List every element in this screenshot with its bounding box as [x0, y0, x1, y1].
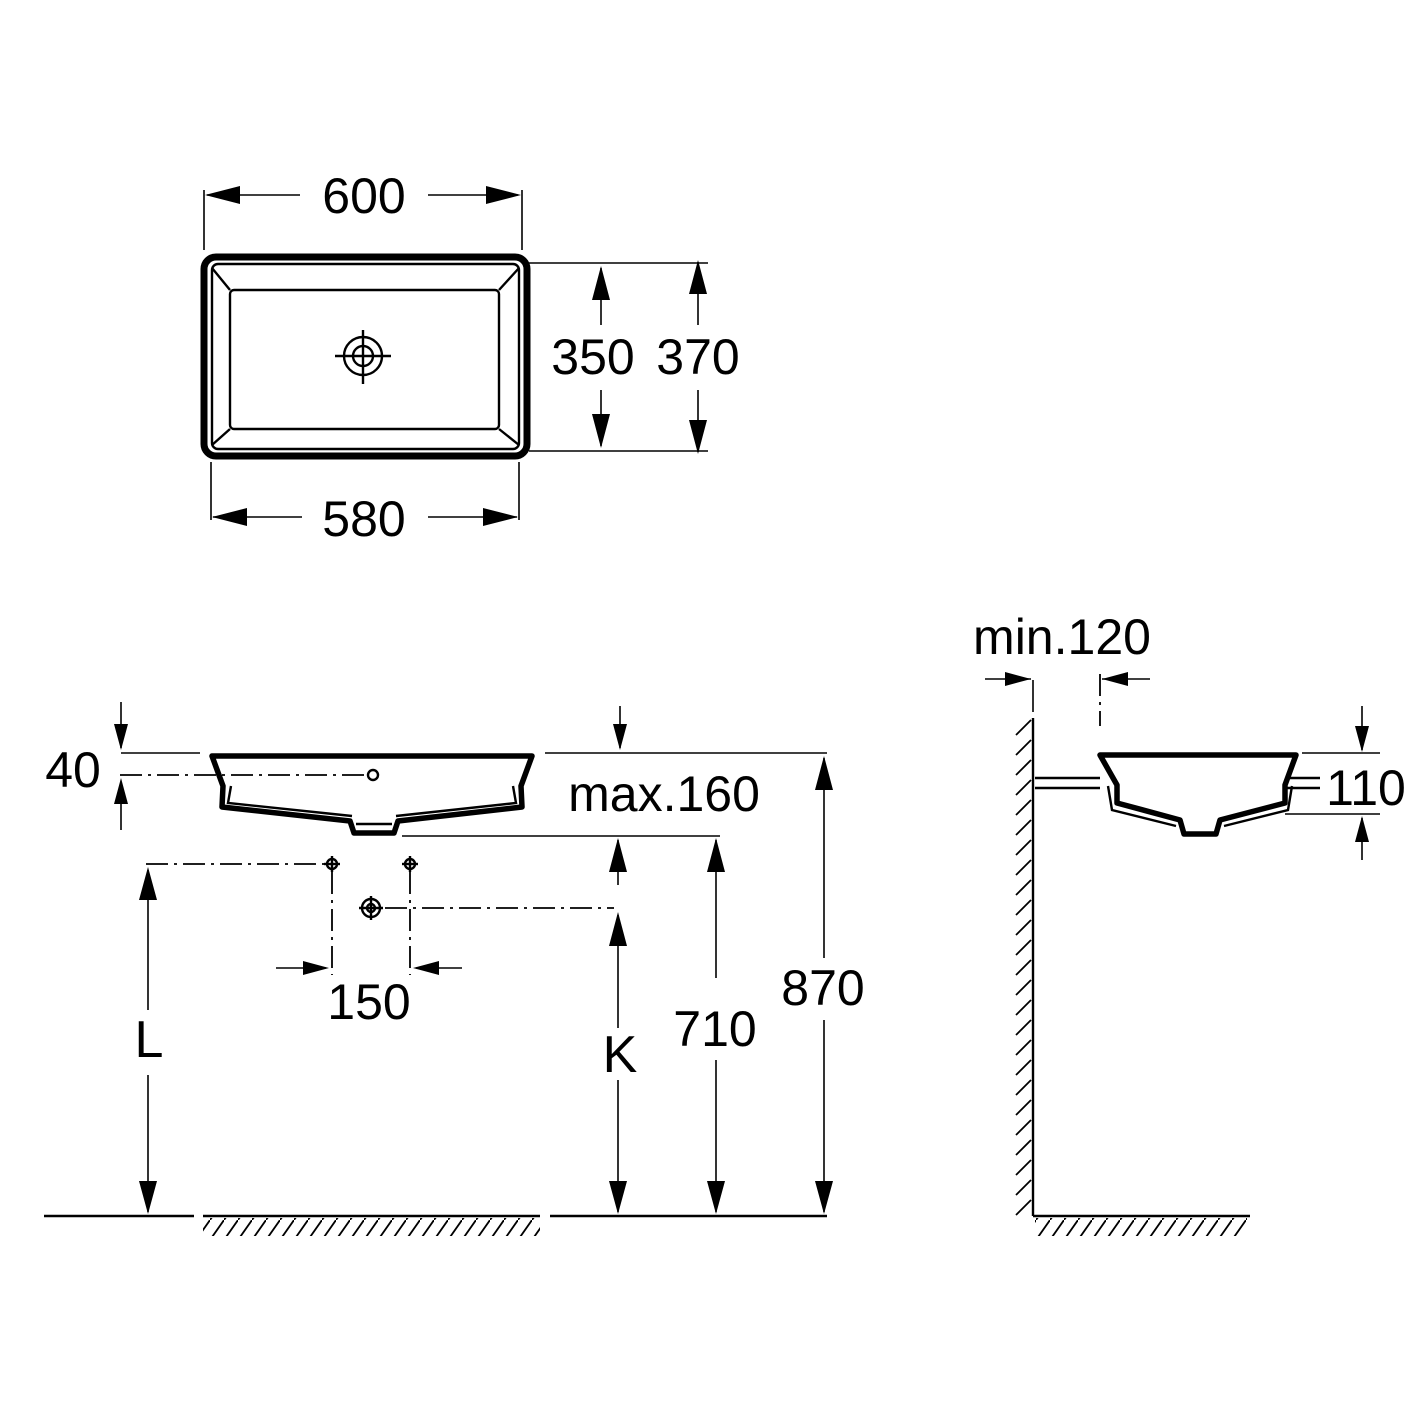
wall-hatch — [1015, 719, 1032, 1216]
dim-150: 150 — [327, 974, 410, 1030]
drain-crosshair-icon — [335, 330, 391, 384]
dim-min-120: min.120 — [973, 609, 1151, 665]
label-L: L — [135, 1011, 164, 1069]
dim-580: 580 — [322, 491, 405, 547]
dim-870: 870 — [781, 960, 864, 1016]
basin-top-outer-outline — [200, 253, 531, 460]
basin-side-profile — [1097, 752, 1299, 837]
dim-370: 370 — [656, 329, 739, 385]
label-K: K — [603, 1026, 638, 1084]
basin-top-inner-outline — [228, 288, 501, 431]
dim-max-160: max.160 — [568, 766, 760, 822]
mount-point-right-icon — [402, 856, 418, 872]
dim-110: 110 — [1326, 760, 1406, 816]
floor-hatch — [203, 1218, 540, 1236]
mount-point-left-icon — [324, 856, 340, 872]
dim-350: 350 — [551, 329, 634, 385]
dim-40: 40 — [45, 742, 101, 798]
drain-outlet-icon — [359, 896, 383, 920]
basin-front-profile — [209, 753, 535, 836]
dim-600: 600 — [322, 168, 405, 224]
side-view: min.120 110 — [973, 609, 1406, 1236]
top-view: 600 580 350 370 — [200, 168, 740, 547]
dim-710: 710 — [673, 1001, 756, 1057]
front-view: 40 max.160 15 — [44, 702, 865, 1236]
